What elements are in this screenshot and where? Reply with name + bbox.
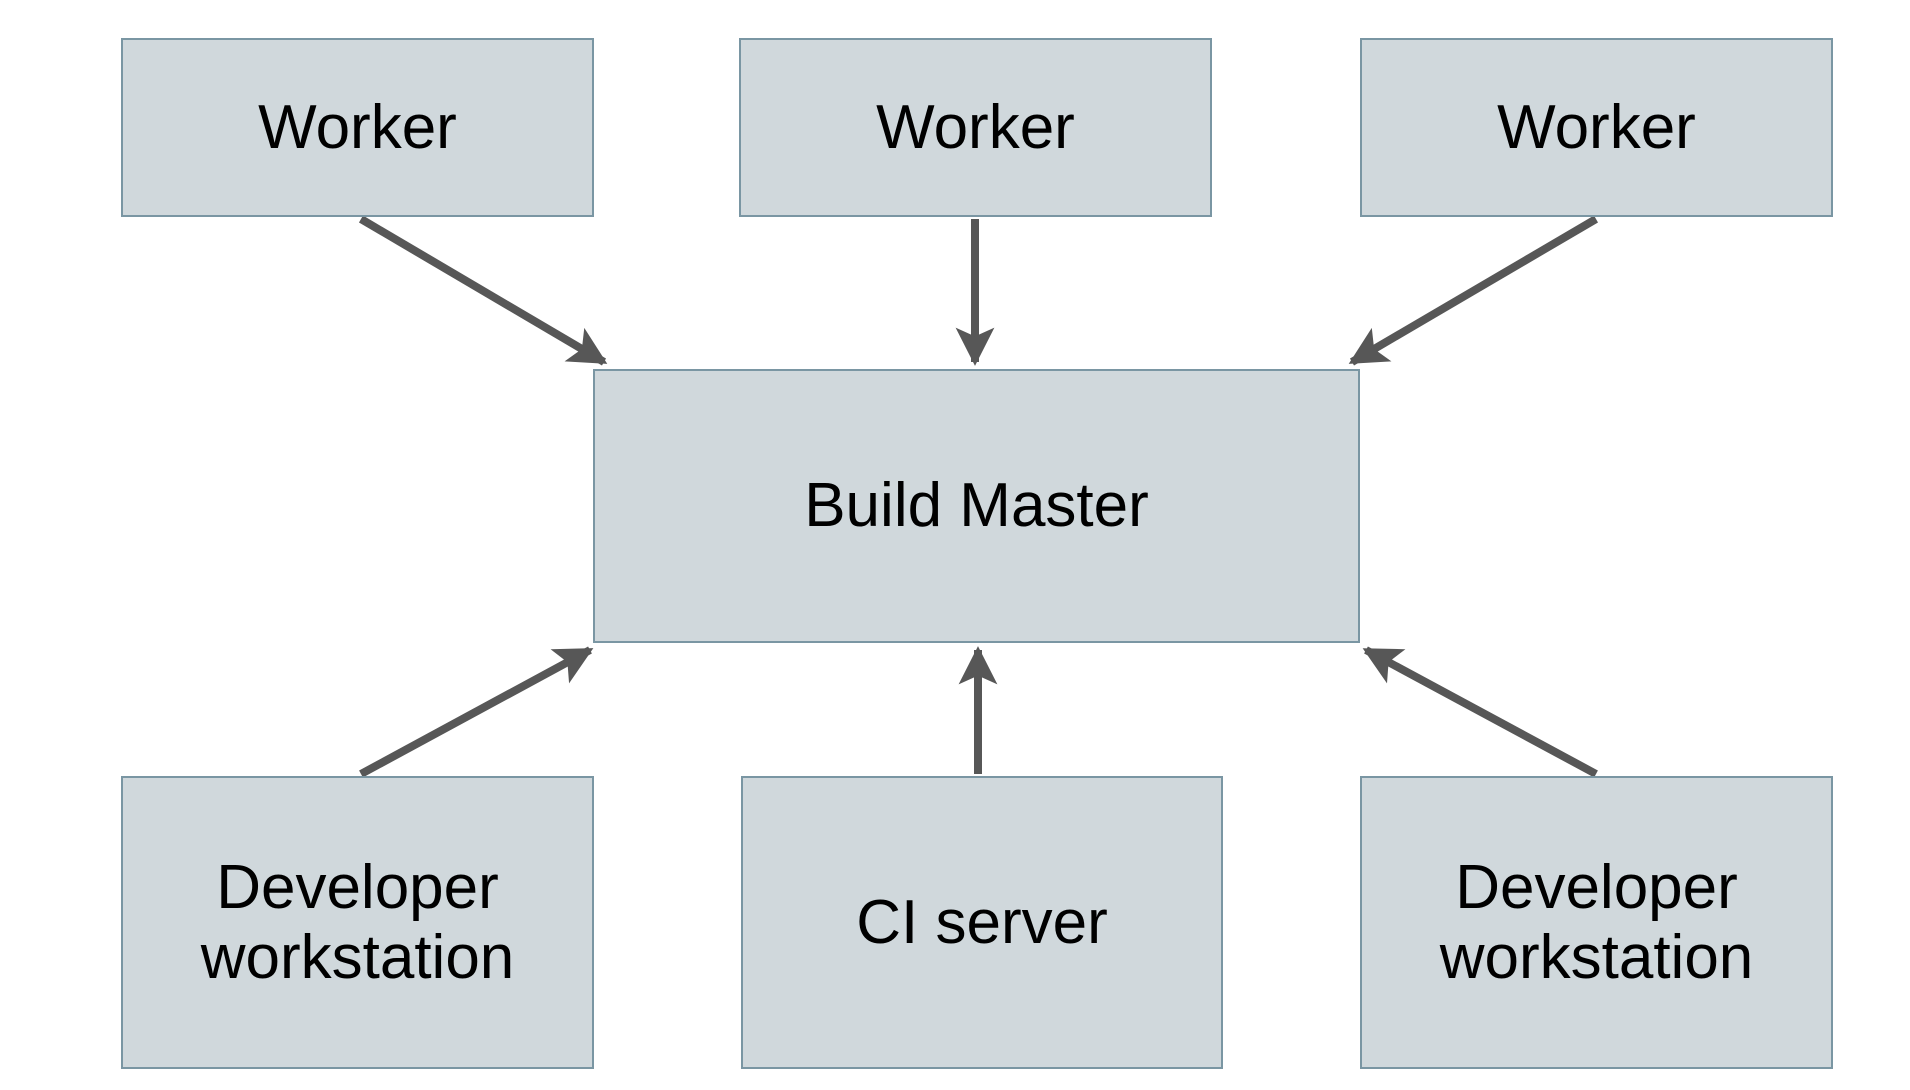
node-worker-1[interactable]: Worker	[121, 38, 594, 217]
node-worker-1-label: Worker	[258, 92, 457, 162]
edge-worker-1	[358, 215, 608, 366]
node-worker-2[interactable]: Worker	[739, 38, 1212, 217]
node-developer-workstation-right[interactable]: Developer workstation	[1360, 776, 1833, 1069]
node-worker-2-label: Worker	[876, 92, 1075, 162]
node-worker-3[interactable]: Worker	[1360, 38, 1833, 217]
node-worker-3-label: Worker	[1497, 92, 1696, 162]
edge-dev-right	[1362, 646, 1598, 778]
node-ci-server[interactable]: CI server	[741, 776, 1223, 1069]
edge-dev-left	[359, 646, 594, 778]
node-build-master-label: Build Master	[804, 471, 1149, 541]
node-developer-workstation-left-label: Developer workstation	[200, 853, 515, 992]
node-build-master[interactable]: Build Master	[593, 369, 1360, 643]
node-developer-workstation-right-label: Developer workstation	[1439, 853, 1754, 992]
node-ci-server-label: CI server	[856, 887, 1108, 957]
edge-worker-3	[1348, 215, 1599, 366]
node-developer-workstation-left[interactable]: Developer workstation	[121, 776, 594, 1069]
